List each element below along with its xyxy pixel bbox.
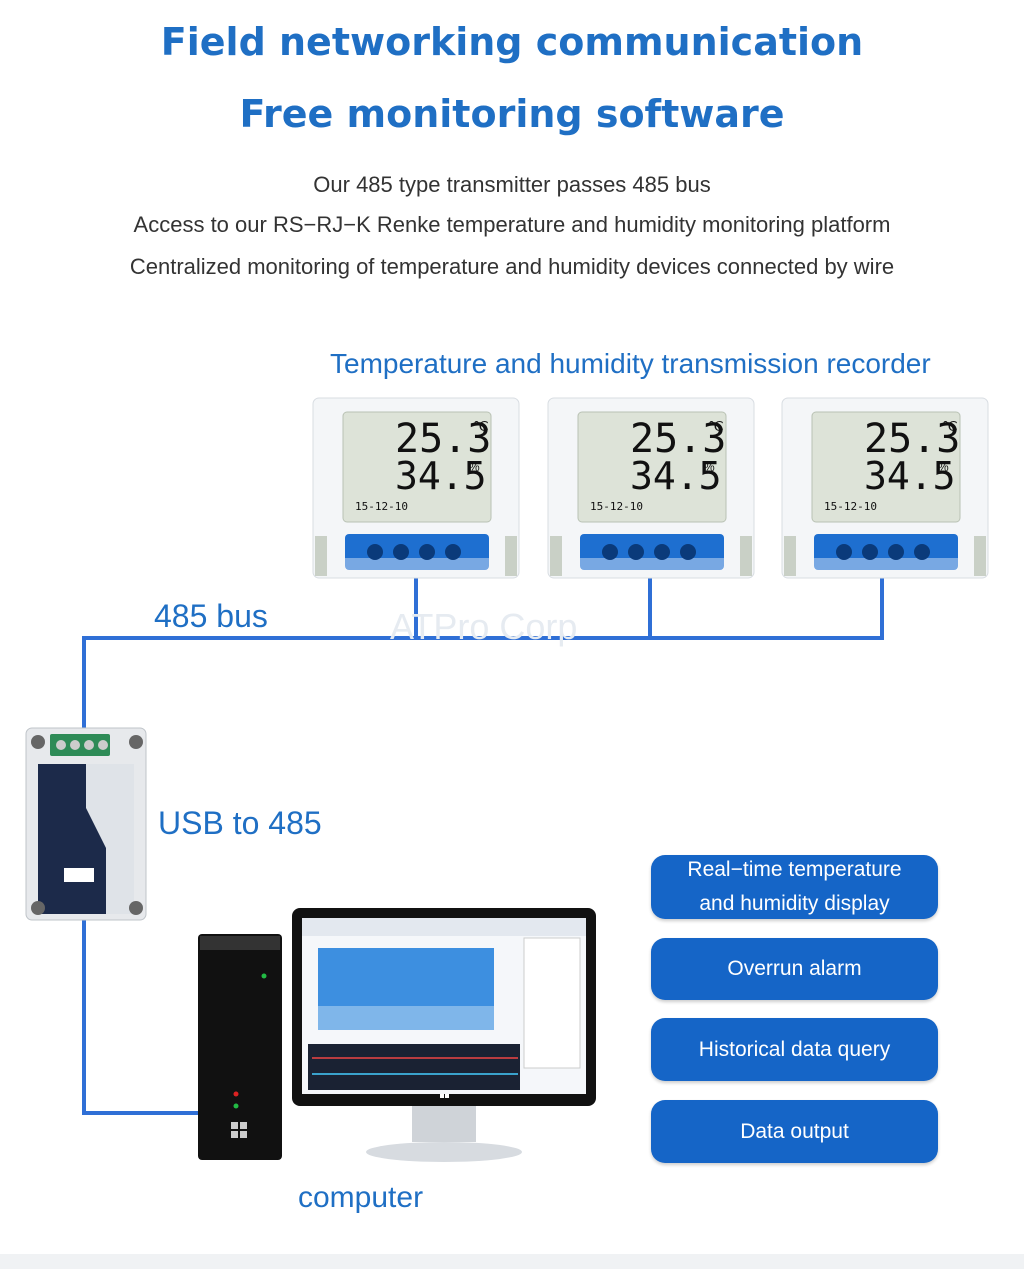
lcd-temp-unit-1: ℃ <box>473 418 489 434</box>
pc-tower <box>198 934 282 1160</box>
watermark: ATPro Corp <box>390 606 578 647</box>
lcd-temp-2: 25.3 <box>630 416 727 462</box>
lcd-temp-unit-2: ℃ <box>708 418 724 434</box>
converter-label: USB to 485 <box>158 805 322 841</box>
title-line-1: Field networking communication <box>160 20 864 64</box>
lcd-display-1: 25.3 ℃ 34.5 % 15-12-10 <box>345 412 493 522</box>
lcd-date-2: 15-12-10 <box>590 500 643 513</box>
lcd-humidity-3: 34.5 <box>864 454 956 498</box>
intro-line-2: Access to our RS−RJ−K Renke temperature … <box>133 212 891 237</box>
feature-historical-query-label: Historical data query <box>698 1037 891 1061</box>
bus-line-main <box>82 578 884 730</box>
lcd-temp-3: 25.3 <box>864 416 961 462</box>
lcd-humidity-unit-2: % <box>704 460 715 474</box>
recorder-device-1 <box>312 397 520 579</box>
feature-realtime-display: Real−time temperature and humidity displ… <box>651 855 938 919</box>
lcd-temp-unit-3: ℃ <box>942 418 958 434</box>
lcd-display-2: 25.3 ℃ 34.5 % 15-12-10 <box>580 412 728 522</box>
feature-historical-query: Historical data query <box>651 1018 938 1081</box>
recorder-device-3 <box>781 397 989 579</box>
bottom-band <box>0 1254 1024 1269</box>
feature-overrun-alarm-label: Overrun alarm <box>727 957 862 981</box>
bus-label: 485 bus <box>154 598 268 634</box>
lcd-humidity-unit-3: % <box>938 460 949 474</box>
recorder-label: Temperature and humidity transmission re… <box>330 348 931 379</box>
usb-to-pc-line <box>82 900 210 1115</box>
bus-wiring <box>82 578 884 1115</box>
lcd-humidity-2: 34.5 <box>630 454 722 498</box>
recorder-device-2 <box>547 397 755 579</box>
feature-data-output-label: Data output <box>740 1119 849 1143</box>
feature-data-output: Data output <box>651 1100 938 1163</box>
title-line-2: Free monitoring software <box>239 92 785 136</box>
intro-line-1: Our 485 type transmitter passes 485 bus <box>313 172 711 197</box>
lcd-display-3: 25.3 ℃ 34.5 % 15-12-10 <box>814 412 962 522</box>
monitor <box>292 908 596 1162</box>
lcd-date-1: 15-12-10 <box>355 500 408 513</box>
lcd-humidity-unit-1: % <box>469 460 480 474</box>
intro-line-3: Centralized monitoring of temperature an… <box>129 254 895 279</box>
lcd-date-3: 15-12-10 <box>824 500 877 513</box>
usb-485-converter <box>25 727 147 921</box>
computer-label: computer <box>298 1181 424 1214</box>
feature-realtime-display-label: Real−time temperature and humidity displ… <box>687 858 902 915</box>
lcd-humidity-1: 34.5 <box>395 454 487 498</box>
lcd-temp-1: 25.3 <box>395 416 492 462</box>
feature-overrun-alarm: Overrun alarm <box>651 938 938 1000</box>
